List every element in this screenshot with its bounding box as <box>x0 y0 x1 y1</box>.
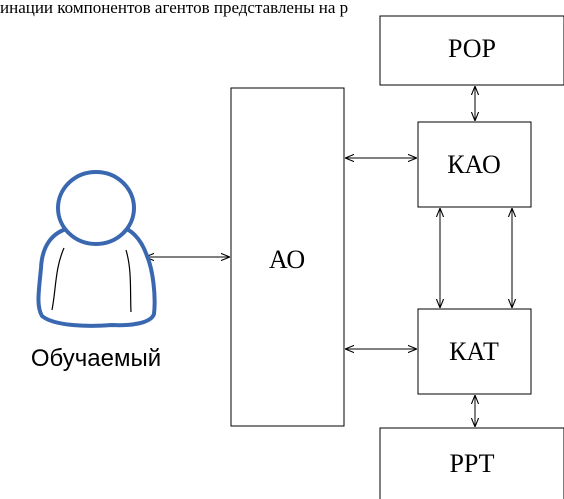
block-rrt <box>379 427 564 499</box>
block-rop-label: РОР <box>448 34 496 63</box>
header-text-fragment: инации компонентов агентов представлены … <box>0 0 348 17</box>
learner-person-icon <box>36 170 157 328</box>
person-right-arm <box>125 249 132 313</box>
block-ao <box>230 87 345 427</box>
block-kat-label: КАТ <box>449 337 499 366</box>
block-kat <box>417 308 532 395</box>
learner-label: Обучаемый <box>31 345 161 372</box>
person-left-arm <box>51 247 65 311</box>
block-rrt-label: РРТ <box>449 449 494 478</box>
block-ao-label: АО <box>269 245 305 274</box>
block-rop <box>379 15 564 86</box>
person-head <box>56 170 136 246</box>
block-kao-label: КАО <box>447 150 501 179</box>
block-kao <box>417 121 532 208</box>
